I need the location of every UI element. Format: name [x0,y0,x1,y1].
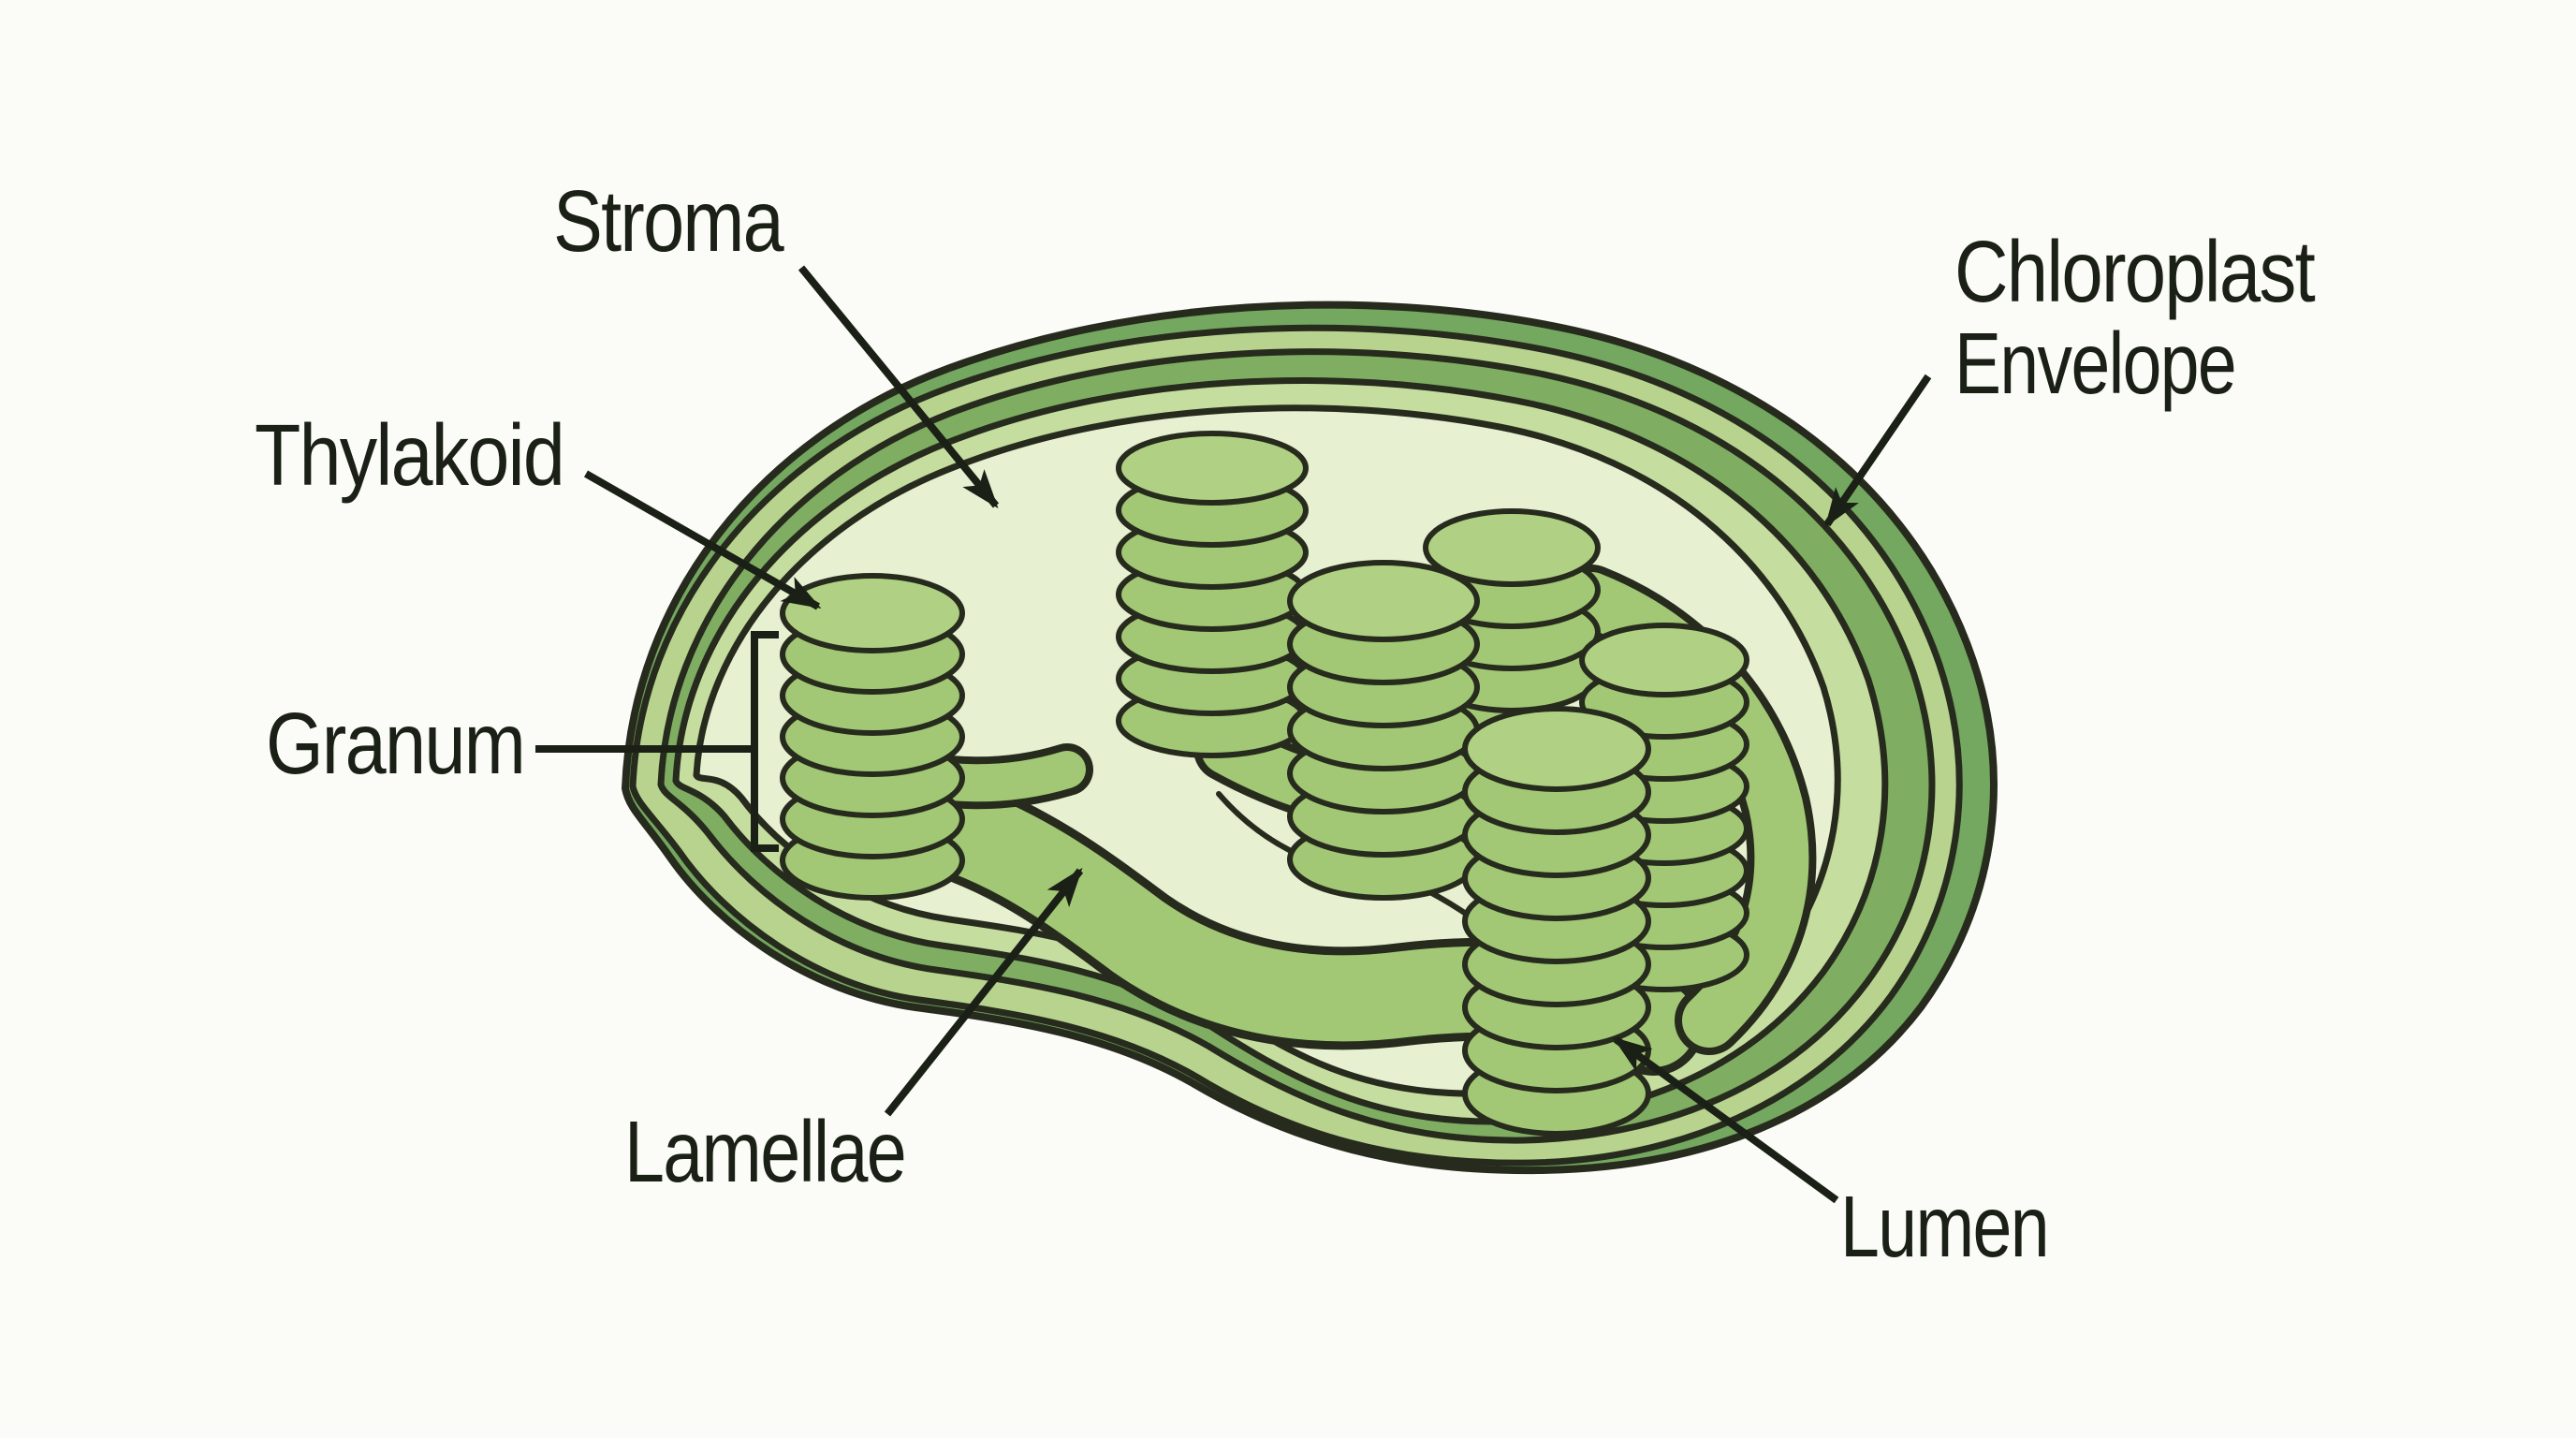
lamellae-arrow [884,867,1084,1117]
granum-stack [1462,706,1651,1137]
lumen-arrow [1612,1035,1839,1204]
label-lumen: Lumen [1840,1178,2048,1275]
annotations: Stroma Thylakoid Granum Lamellae Lumen C… [255,172,2318,1275]
granum-stack [1116,431,1309,758]
granum-bracket [751,631,779,852]
granum-stack [1287,560,1480,901]
label-granum: Granum [266,695,524,792]
thylakoid-disc-top [1579,623,1749,697]
thylakoid-arrow [584,470,822,610]
stroma-arrow [798,265,1000,509]
thylakoid-disc-top [1423,508,1601,587]
label-lamellae: Lamellae [624,1103,905,1200]
label-chloroplast-envelope-line2: Envelope [1954,315,2235,412]
thylakoid-disc-top [1462,706,1651,792]
thylakoid-disc-top [1287,560,1480,642]
label-stroma: Stroma [553,172,784,270]
chloroplast-envelope-arrow [1823,374,1932,528]
label-thylakoid: Thylakoid [255,406,564,504]
label-chloroplast-envelope-line1: Chloroplast [1954,223,2316,320]
thylakoid-disc-top [780,573,965,653]
thylakoid-disc-top [1116,431,1309,506]
granum-stack [780,573,965,901]
grana-stacks [780,431,1749,1137]
